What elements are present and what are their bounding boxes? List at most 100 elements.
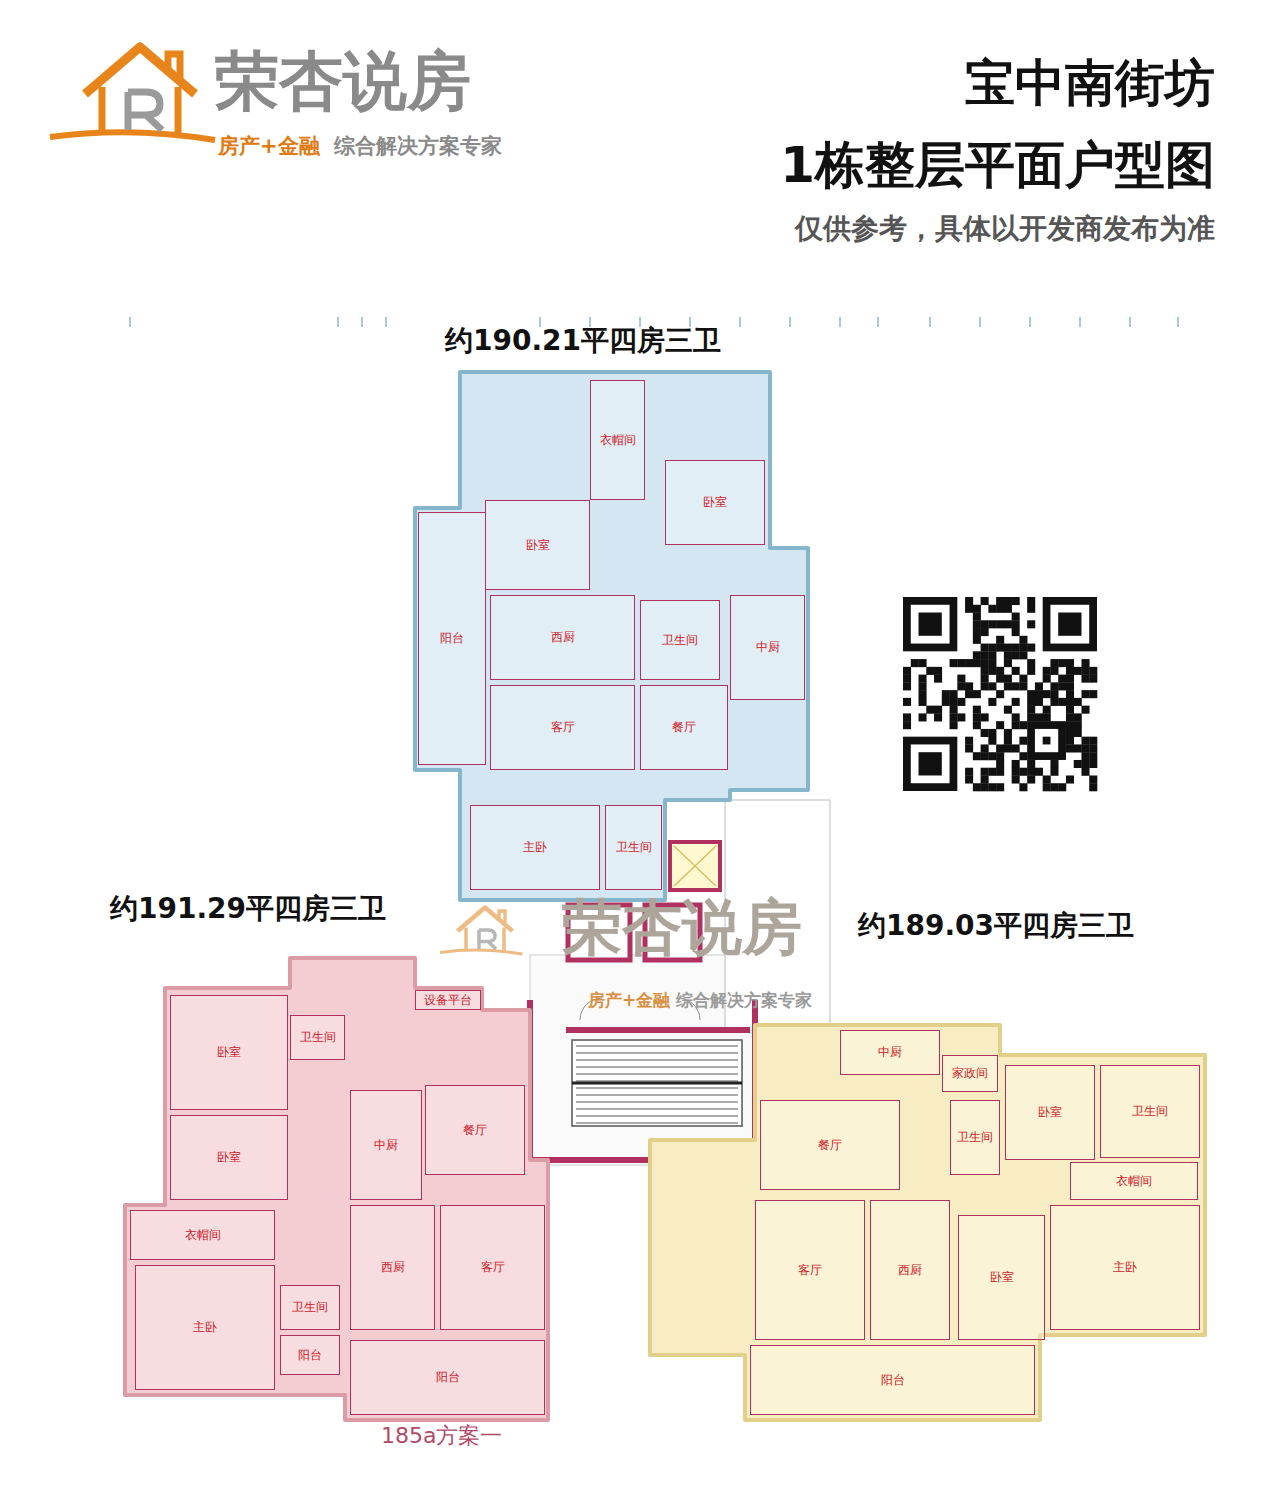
room-label: 客厅 <box>551 720 575 734</box>
stair-step <box>576 1116 738 1117</box>
qr-module <box>903 713 911 721</box>
qr-module <box>988 737 996 745</box>
qr-module <box>1074 729 1082 737</box>
qr-module <box>1074 760 1082 768</box>
room-label: 西厨 <box>551 630 575 644</box>
unit-area-heading: 约190.21平四房三卫 <box>445 324 721 358</box>
room: 衣帽间 <box>130 1210 275 1260</box>
logo-swoosh <box>440 950 523 954</box>
qr-module <box>988 729 996 737</box>
qr-module <box>973 783 981 791</box>
room-label: 阳台 <box>298 1348 322 1362</box>
qr-module <box>965 744 973 752</box>
ruler-tick <box>361 317 363 327</box>
qr-module <box>1012 744 1020 752</box>
qr-module <box>1066 690 1074 698</box>
qr-module <box>1043 667 1051 675</box>
qr-module <box>981 620 989 628</box>
qr-module <box>996 744 1004 752</box>
stair-step <box>576 1081 738 1082</box>
qr-module <box>919 659 927 667</box>
qr-module <box>1035 690 1043 698</box>
qr-module <box>988 651 996 659</box>
qr-module <box>1081 768 1089 776</box>
room: 主卧 <box>1050 1205 1200 1330</box>
qr-module <box>1089 744 1097 752</box>
qr-module <box>957 682 965 690</box>
qr-module <box>973 620 981 628</box>
qr-module <box>903 667 911 675</box>
qr-module <box>981 644 989 652</box>
qr-module <box>1043 775 1051 783</box>
qr-module <box>1066 721 1074 729</box>
room-label: 餐厅 <box>672 720 696 734</box>
qr-module <box>965 605 973 613</box>
qr-module <box>996 752 1004 760</box>
qr-module <box>1081 752 1089 760</box>
unit-plan: 约191.29平四房三卫设备平台卫生间卧室卧室餐厅中厨衣帽间客厅西厨卫生间主卧阳… <box>125 958 548 1420</box>
unit-area-heading: 约191.29平四房三卫 <box>110 892 386 926</box>
stair <box>572 1040 742 1126</box>
qr-module <box>981 597 989 605</box>
qr-module <box>1004 706 1012 714</box>
room: 客厅 <box>755 1200 865 1340</box>
logo-text: 荣杏说房 <box>215 44 471 118</box>
room: 餐厅 <box>425 1085 525 1175</box>
room: 卫生间 <box>950 1100 1000 1175</box>
qr-module <box>1050 659 1058 667</box>
qr-module <box>1066 698 1074 706</box>
elevator-shaft <box>670 842 720 890</box>
qr-module <box>934 675 942 683</box>
qr-module <box>1081 706 1089 714</box>
qr-module <box>988 768 996 776</box>
qr-module <box>1058 659 1066 667</box>
logo-roof <box>85 47 195 94</box>
qr-finder <box>1043 737 1051 745</box>
qr-module <box>1019 768 1027 776</box>
corridor <box>530 955 755 1165</box>
room: 中厨 <box>730 595 805 700</box>
qr-module <box>1012 768 1020 776</box>
title: 宝中南街坊 1栋整层平面户型图 <box>615 42 1215 206</box>
ruler-tick <box>789 317 791 327</box>
logo-icon <box>440 908 523 955</box>
qr-module <box>950 690 958 698</box>
qr-module <box>996 760 1004 768</box>
qr-module <box>1058 682 1066 690</box>
qr-module <box>996 597 1004 605</box>
qr-module <box>973 613 981 621</box>
qr-module <box>996 644 1004 652</box>
room: 客厅 <box>440 1205 545 1330</box>
qr-module <box>926 706 934 714</box>
logo-chimney <box>499 911 505 925</box>
qr-module <box>1012 644 1020 652</box>
qr-module <box>1050 768 1058 776</box>
qr-module <box>965 775 973 783</box>
qr-module <box>1081 659 1089 667</box>
qr-module <box>996 721 1004 729</box>
ruler-tick <box>337 317 339 327</box>
qr-module <box>1043 706 1051 714</box>
qr-module <box>1027 605 1035 613</box>
qr-module <box>1043 690 1051 698</box>
qr-module <box>1089 675 1097 683</box>
unit-shape <box>125 958 548 1420</box>
qr-finder <box>903 597 957 651</box>
room-label: 中厨 <box>878 1045 902 1059</box>
room: 阳台 <box>350 1340 545 1415</box>
stair-rail <box>572 1082 742 1085</box>
qr-module <box>1004 737 1012 745</box>
room: 衣帽间 <box>1070 1162 1198 1200</box>
qr-module <box>1019 651 1027 659</box>
qr-module <box>981 729 989 737</box>
stair-step <box>576 1053 738 1054</box>
logo-icon <box>50 47 215 140</box>
qr-module <box>1027 768 1035 776</box>
qr-module <box>957 698 965 706</box>
qr-module <box>988 698 996 706</box>
qr-finder <box>903 737 957 791</box>
qr-module <box>988 644 996 652</box>
qr-module <box>1019 682 1027 690</box>
qr-module <box>973 690 981 698</box>
room-label: 主卧 <box>523 840 547 854</box>
